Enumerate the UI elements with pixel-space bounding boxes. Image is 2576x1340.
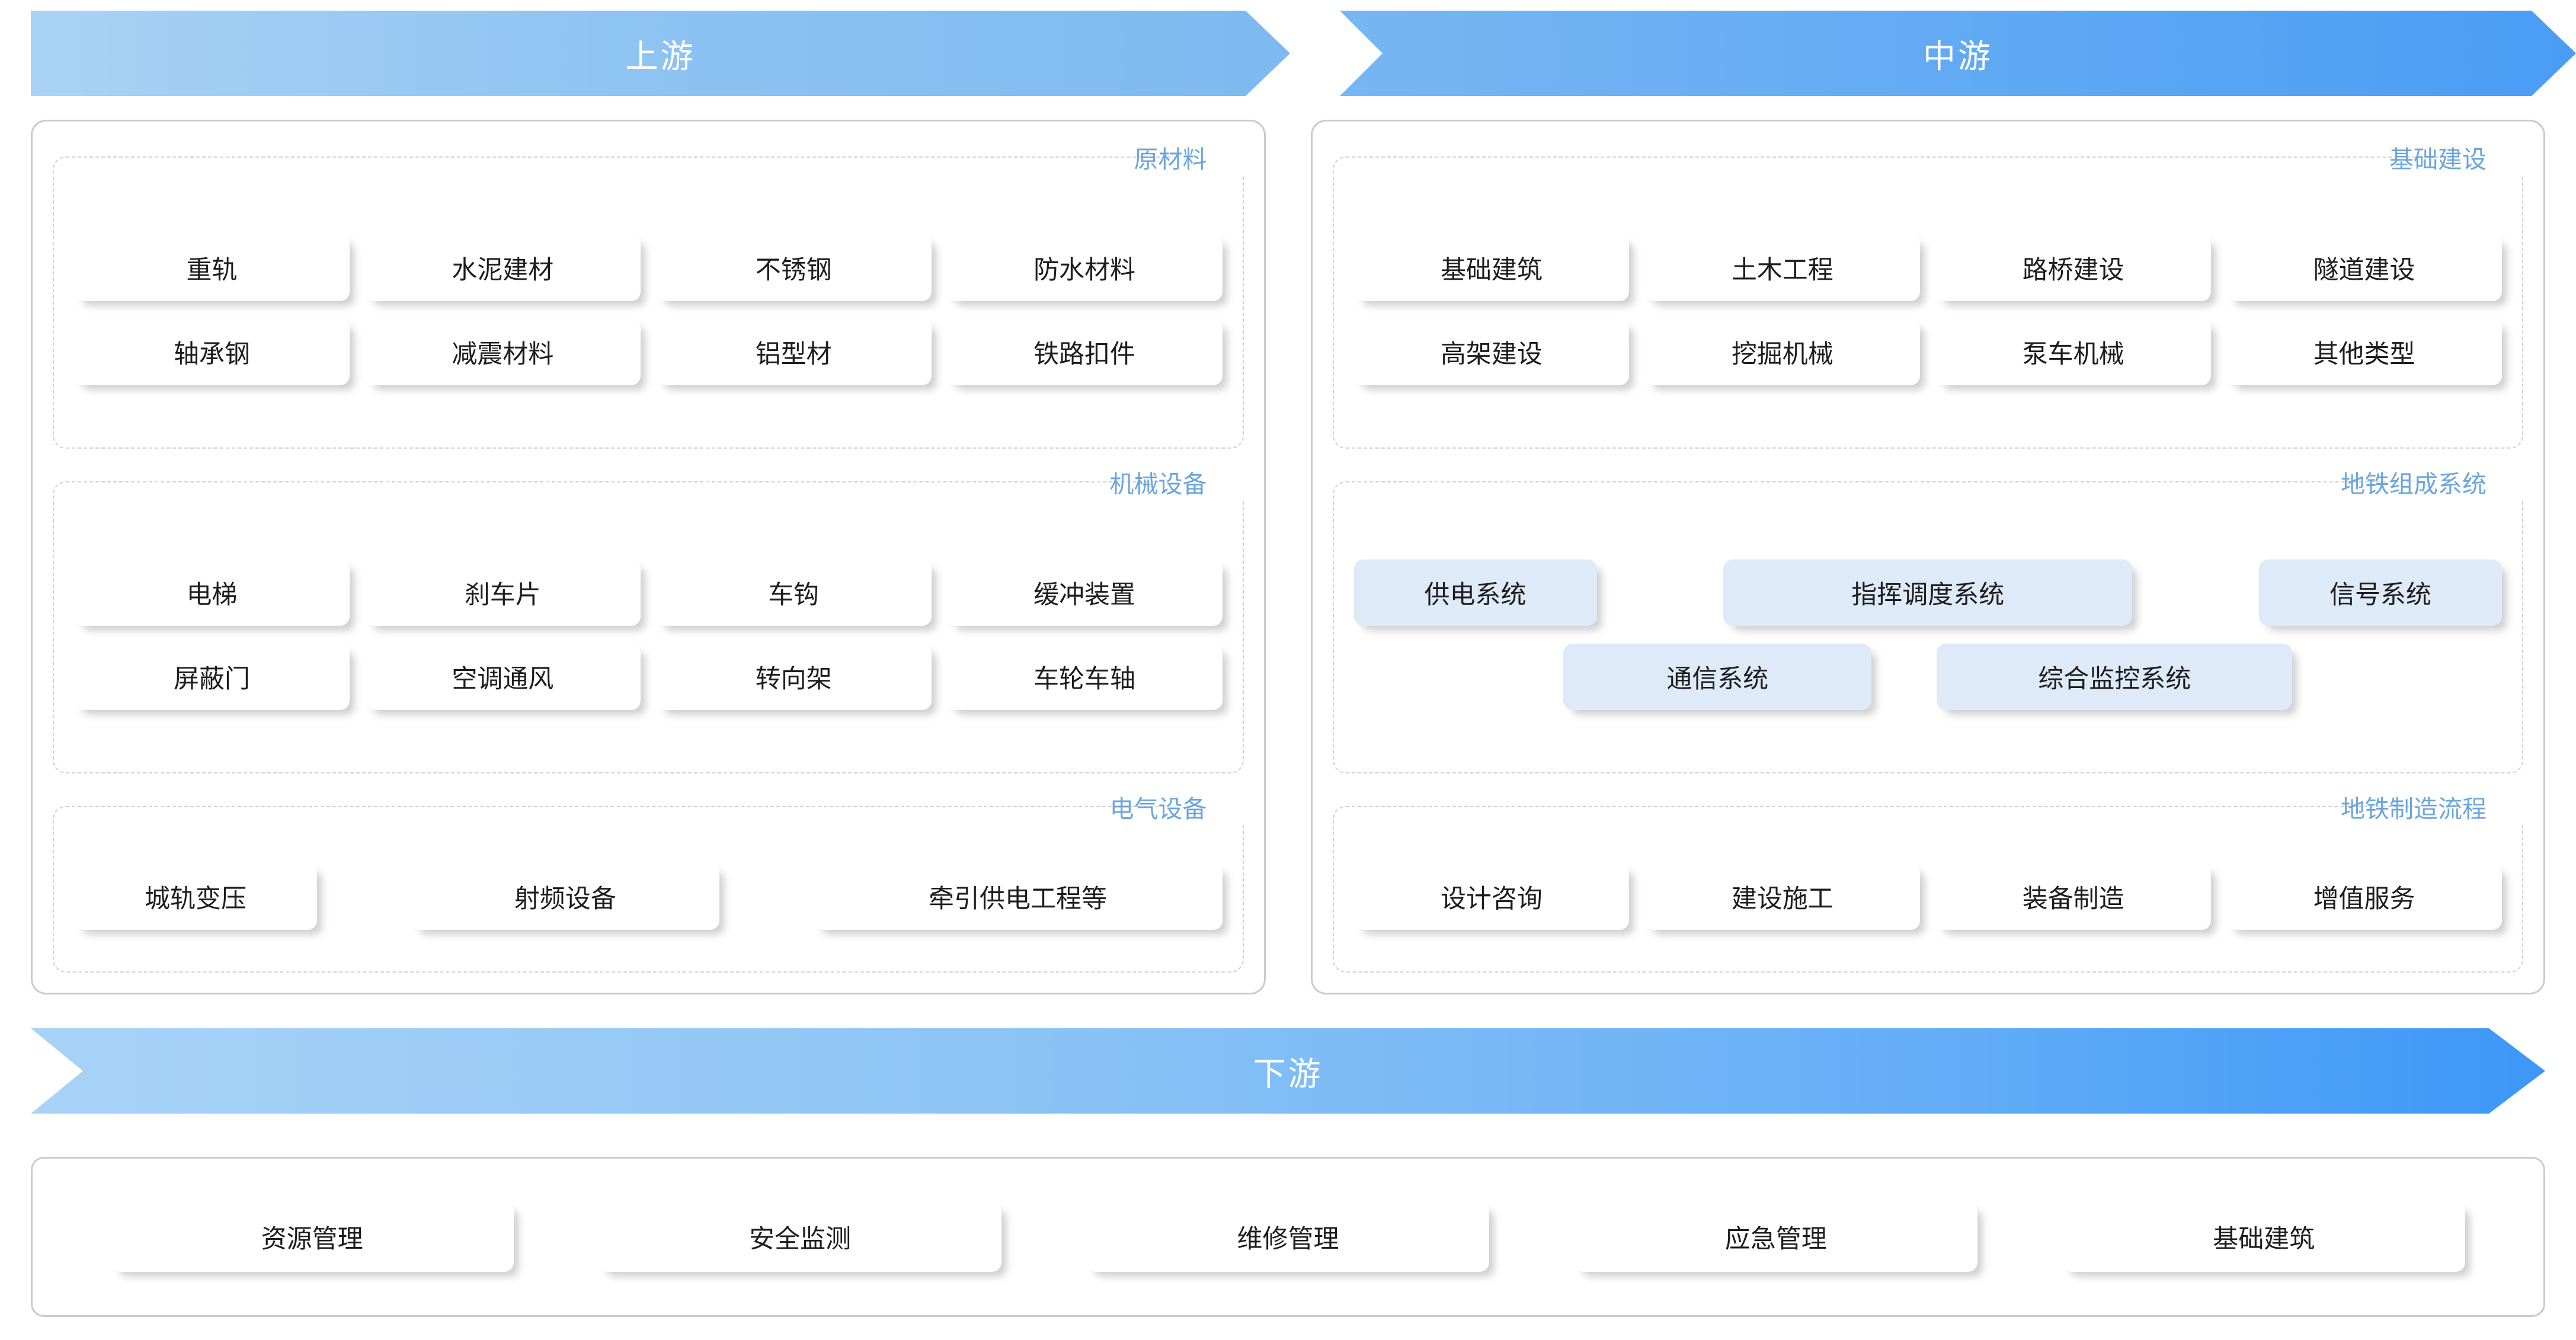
downstream-banner[interactable]: 下游 [31,1028,2545,1114]
card-item[interactable]: 通信系统 [1563,644,1872,711]
upstream-panel: 原材料 重轨 水泥建材 不锈钢 防水材料 轴承钢 减震材料 铝型材 铁路扣件 机… [31,120,1266,994]
section-title-electrical-equipment: 电气设备 [1109,795,1207,823]
section-title-raw-materials: 原材料 [1134,146,1207,173]
downstream-banner-slot: 下游 [31,1028,2545,1114]
card-row: 屏蔽门 空调通风 转向架 车轮车轴 [74,644,1223,711]
card-item[interactable]: 高架建设 [1353,319,1630,386]
card-item[interactable]: 信号系统 [2259,559,2502,626]
card-item[interactable]: 减震材料 [364,319,641,386]
card-item[interactable]: 资源管理 [110,1202,514,1272]
card-item[interactable]: 车轮车轴 [946,644,1223,711]
card-item[interactable]: 缓冲装置 [946,559,1223,626]
section-mechanical-equipment: 机械设备 电梯 刹车片 车钩 缓冲装置 屏蔽门 空调通风 转向架 车轮车轴 [53,464,1244,774]
card-item[interactable]: 铝型材 [655,319,932,386]
card-item[interactable]: 综合监控系统 [1937,644,2293,711]
top-banner-row: 上游 中游 [0,11,2576,96]
section-title-infrastructure-construction: 基础建设 [2389,146,2487,173]
card-item[interactable]: 转向架 [655,644,932,711]
section-electrical-equipment: 电气设备 城轨变压 射频设备 牵引供电工程等 [53,789,1244,973]
card-item[interactable]: 路桥建设 [1935,235,2212,302]
midstream-banner-slot: 中游 [1340,11,2576,96]
card-item[interactable]: 安全监测 [599,1202,1002,1272]
section-infrastructure-construction: 基础建设 基础建筑 土木工程 路桥建设 隧道建设 高架建设 挖掘机械 泵车机械 … [1332,139,2523,449]
card-item[interactable]: 射频设备 [411,864,719,930]
card-item[interactable]: 供电系统 [1353,559,1597,626]
card-item[interactable]: 维修管理 [1086,1202,1490,1272]
card-item[interactable]: 铁路扣件 [946,319,1223,386]
card-item[interactable]: 屏蔽门 [74,644,350,711]
card-item[interactable]: 不锈钢 [655,235,932,302]
card-row: 设计咨询 建设施工 装备制造 增值服务 [1353,864,2502,930]
card-row: 重轨 水泥建材 不锈钢 防水材料 [74,235,1223,302]
card-row: 轴承钢 减震材料 铝型材 铁路扣件 [74,319,1223,386]
card-item[interactable]: 刹车片 [364,559,641,626]
section-metro-component-systems: 地铁组成系统 供电系统 指挥调度系统 信号系统 通信系统 综合监控系统 [1332,464,2523,774]
section-metro-manufacturing-process: 地铁制造流程 设计咨询 建设施工 装备制造 增值服务 [1332,789,2523,973]
section-title-metro-component-systems: 地铁组成系统 [2341,471,2487,498]
downstream-panel: 资源管理 安全监测 维修管理 应急管理 基础建筑 [31,1157,2545,1317]
card-item[interactable]: 牵引供电工程等 [813,864,1223,930]
card-row: 通信系统 综合监控系统 [1354,644,2503,711]
card-item[interactable]: 指挥调度系统 [1723,559,2133,626]
card-item[interactable]: 装备制造 [1935,864,2212,930]
section-title-mechanical-equipment: 机械设备 [1109,471,1207,498]
card-item[interactable]: 其他类型 [2226,319,2502,386]
card-item[interactable]: 隧道建设 [2226,235,2502,302]
main-columns: 原材料 重轨 水泥建材 不锈钢 防水材料 轴承钢 减震材料 铝型材 铁路扣件 机… [0,120,2576,994]
section-raw-materials: 原材料 重轨 水泥建材 不锈钢 防水材料 轴承钢 减震材料 铝型材 铁路扣件 [53,139,1244,449]
card-row: 供电系统 指挥调度系统 信号系统 [1353,559,2502,626]
card-item[interactable]: 城轨变压 [74,864,317,930]
midstream-banner[interactable]: 中游 [1340,11,2576,96]
card-item[interactable]: 空调通风 [364,644,641,711]
card-item[interactable]: 水泥建材 [364,235,641,302]
card-item[interactable]: 重轨 [74,235,350,302]
card-item[interactable]: 防水材料 [946,235,1223,302]
card-item[interactable]: 基础建筑 [2062,1202,2466,1272]
upstream-banner-slot: 上游 [31,11,1290,96]
card-item[interactable]: 泵车机械 [1935,319,2212,386]
card-item[interactable]: 建设施工 [1644,864,1921,930]
card-item[interactable]: 设计咨询 [1353,864,1630,930]
section-title-metro-manufacturing-process: 地铁制造流程 [2341,795,2487,823]
card-item[interactable]: 基础建筑 [1353,235,1630,302]
card-row: 城轨变压 射频设备 牵引供电工程等 [74,864,1223,930]
card-row: 基础建筑 土木工程 路桥建设 隧道建设 [1353,235,2502,302]
midstream-panel: 基础建设 基础建筑 土木工程 路桥建设 隧道建设 高架建设 挖掘机械 泵车机械 … [1310,120,2545,994]
card-row: 高架建设 挖掘机械 泵车机械 其他类型 [1353,319,2502,386]
card-item[interactable]: 土木工程 [1644,235,1921,302]
card-item[interactable]: 电梯 [74,559,350,626]
card-item[interactable]: 应急管理 [1574,1202,1977,1272]
upstream-banner-label: 上游 [625,38,696,75]
card-row: 电梯 刹车片 车钩 缓冲装置 [74,559,1223,626]
midstream-banner-label: 中游 [1922,38,1993,75]
card-item[interactable]: 轴承钢 [74,319,350,386]
upstream-banner[interactable]: 上游 [31,11,1290,96]
card-item[interactable]: 增值服务 [2226,864,2502,930]
downstream-banner-label: 下游 [1253,1056,1323,1092]
card-item[interactable]: 车钩 [655,559,932,626]
card-item[interactable]: 挖掘机械 [1644,319,1921,386]
